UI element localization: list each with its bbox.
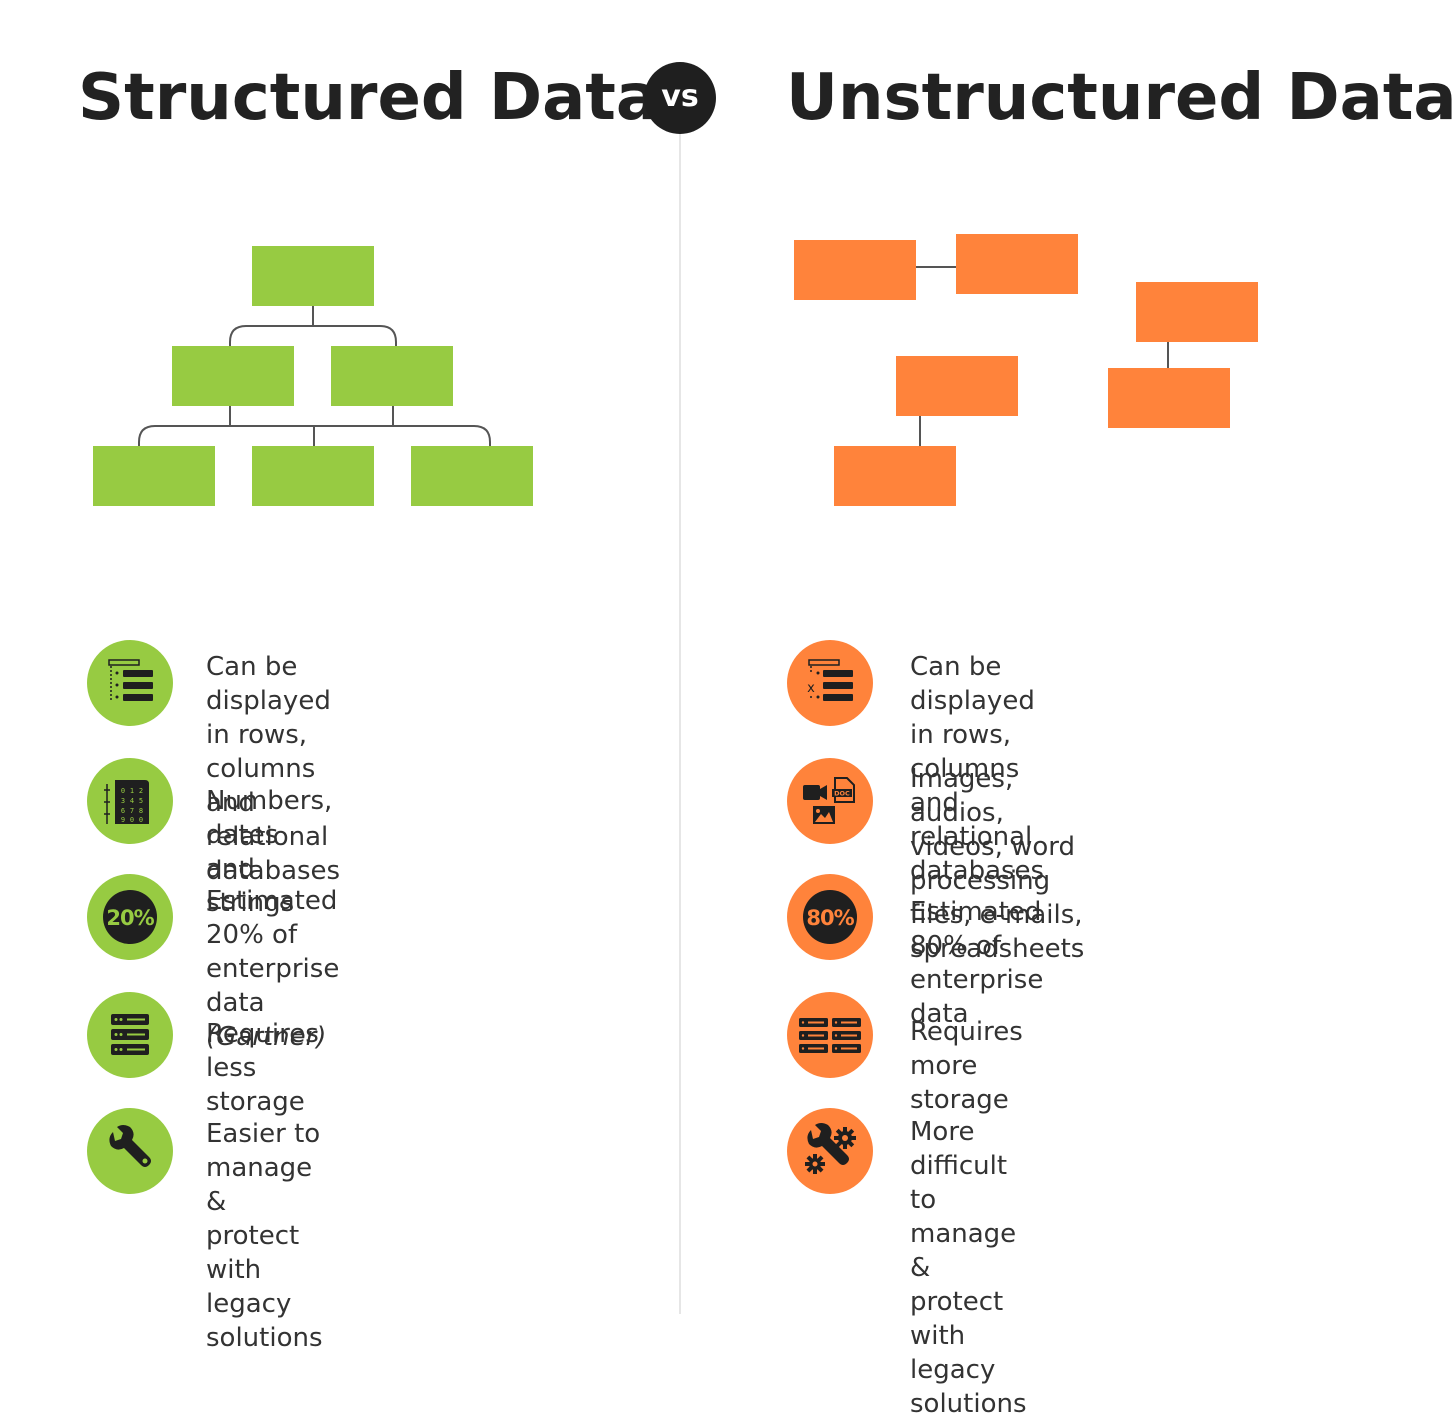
tree-node <box>252 446 374 506</box>
doc-label: DOC <box>834 790 850 798</box>
scattered-node <box>1136 282 1258 342</box>
svg-text:2: 2 <box>139 787 143 795</box>
svg-text:1: 1 <box>130 787 134 795</box>
vs-badge: vs <box>644 62 716 134</box>
left-item-manage-text: Easier to manage & protect with legacy s… <box>206 1119 323 1353</box>
tree-node <box>331 346 453 406</box>
left-item-rows-text: Can be displayed in rows, columns and re… <box>206 652 341 886</box>
svg-text:x: x <box>807 681 815 696</box>
unstructured-connectors <box>916 266 1169 446</box>
double-server-rack-icon <box>787 992 873 1078</box>
svg-text:8: 8 <box>139 807 143 815</box>
scattered-node <box>794 240 916 300</box>
svg-text:7: 7 <box>130 807 134 815</box>
svg-text:3: 3 <box>121 797 125 805</box>
scattered-node <box>1108 368 1230 428</box>
left-item-percent-text: Estimated 20% of enterprise data (Gartne… <box>206 886 340 1052</box>
right-item-percent-text: Estimated 80% of enterprise data <box>910 897 1044 1029</box>
tree-node <box>252 246 374 306</box>
svg-text:0: 0 <box>139 816 143 824</box>
svg-text:5: 5 <box>139 797 143 805</box>
scattered-node <box>956 234 1078 294</box>
percent-badge-label: 80% <box>806 906 854 930</box>
svg-text:4: 4 <box>130 797 134 805</box>
server-rack-icon <box>87 992 173 1078</box>
tree-node <box>93 446 215 506</box>
scattered-node <box>834 446 956 506</box>
table-rows-icon <box>87 640 173 726</box>
media-files-icon: DOC <box>787 758 873 844</box>
svg-text:6: 6 <box>121 807 125 815</box>
svg-text:0: 0 <box>121 787 125 795</box>
wrench-icon <box>87 1108 173 1194</box>
unstructured-data-title: Unstructured Data <box>786 61 1455 135</box>
percent-badge-label: 20% <box>106 906 154 930</box>
structured-data-title: Structured Data <box>78 61 660 135</box>
percent-badge-icon: 20% <box>87 874 173 960</box>
tree-node <box>411 446 533 506</box>
svg-text:9: 9 <box>121 816 125 824</box>
unstructured-nodes <box>794 234 1258 506</box>
tree-node <box>172 346 294 406</box>
scattered-node <box>896 356 1018 416</box>
right-item-storage-text: Requires more storage <box>910 1017 1023 1115</box>
left-item-numbers-text: Numbers, dates and strings <box>206 786 333 918</box>
structured-tree-nodes <box>93 246 533 506</box>
right-item-manage-text: More difficult to manage & protect with … <box>910 1117 1027 1419</box>
left-item-storage-text: Requires less storage <box>206 1019 319 1117</box>
hierarchy-diagrams <box>93 234 1258 506</box>
right-item-media-text: Images, audios, videos, word processing … <box>910 764 1085 964</box>
svg-text:0: 0 <box>130 816 134 824</box>
center-divider <box>679 134 681 1314</box>
table-rows-x-icon: x <box>787 640 873 726</box>
right-item-rows-text: Can be displayed in rows, columns and re… <box>910 652 1045 886</box>
wrench-gears-icon <box>787 1108 873 1194</box>
structured-tree-diagram <box>138 306 491 446</box>
percent-badge-icon: 80% <box>787 874 873 960</box>
